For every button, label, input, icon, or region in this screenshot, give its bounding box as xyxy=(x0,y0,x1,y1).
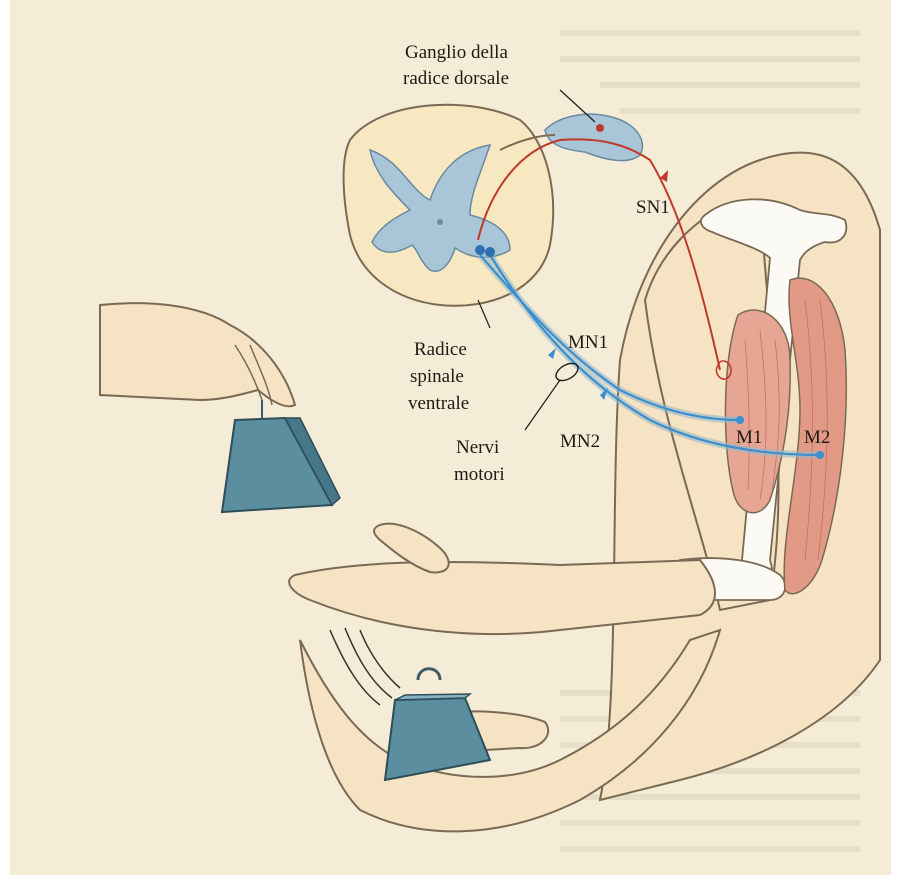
mn2-label: MN2 xyxy=(560,431,600,452)
motor-nerves-label-line2: motori xyxy=(454,464,505,485)
motor-nerves-label-line1: Nervi xyxy=(456,437,499,458)
sn1-cell-body xyxy=(596,124,604,132)
ventral-root-label-line1: Radice xyxy=(414,339,467,360)
mn1-label: MN1 xyxy=(568,332,608,353)
m1-endplate xyxy=(736,416,744,424)
right-margin xyxy=(891,0,899,875)
ganglion-label-line1: Ganglio della xyxy=(405,42,508,63)
mn2-cell-body xyxy=(485,247,495,257)
m2-endplate xyxy=(816,451,824,459)
left-margin xyxy=(0,0,10,875)
central-canal xyxy=(437,219,443,225)
ventral-root-label-line3: ventrale xyxy=(408,393,469,414)
m1-label: M1 xyxy=(736,427,762,448)
ventral-root-label-line2: spinale xyxy=(410,366,464,387)
sn1-label: SN1 xyxy=(636,197,670,218)
ganglion-label-line2: radice dorsale xyxy=(403,68,509,89)
m2-label: M2 xyxy=(804,427,830,448)
spinal-cord xyxy=(344,105,554,306)
mn1-cell-body xyxy=(475,245,485,255)
